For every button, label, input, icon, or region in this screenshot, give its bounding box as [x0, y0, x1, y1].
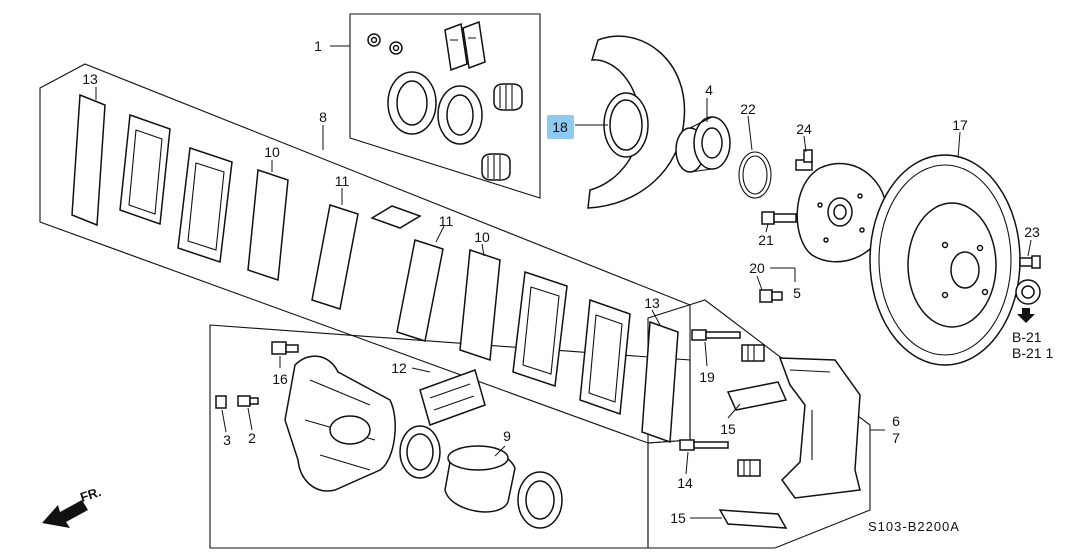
- callout-23[interactable]: 23: [1024, 224, 1040, 240]
- bleeder-cap-2: [237, 395, 259, 407]
- callout-4[interactable]: 4: [705, 82, 713, 98]
- pin-boot-lower: [737, 459, 761, 477]
- callout-13a[interactable]: 13: [82, 71, 98, 87]
- callout-21[interactable]: 21: [758, 232, 774, 248]
- guide-pin-14: [679, 439, 729, 451]
- shim-13-left: [71, 93, 106, 227]
- callout-11b[interactable]: 11: [439, 213, 454, 229]
- shim-10-left: [247, 168, 289, 282]
- callout-7[interactable]: 7: [892, 430, 900, 446]
- callout-9[interactable]: 9: [503, 428, 511, 444]
- pad-spring-upper: [726, 381, 788, 411]
- piston-9: [444, 445, 516, 513]
- callout-16[interactable]: 16: [272, 371, 288, 387]
- bracket-assembly-box: [647, 299, 871, 549]
- pad-left-2: [177, 146, 233, 264]
- callout-22[interactable]: 22: [740, 101, 756, 117]
- callout-18[interactable]: 18: [552, 119, 568, 135]
- hub-nut: [1015, 279, 1041, 305]
- pad-right-2: [579, 298, 631, 416]
- callout-5[interactable]: 5: [793, 285, 801, 301]
- hub-bearing: [675, 116, 731, 173]
- piston-seal: [399, 425, 441, 479]
- reference-b21-1[interactable]: B-21 1: [1012, 345, 1053, 361]
- pad-right-1: [512, 270, 568, 388]
- pad-spring-lower: [718, 509, 788, 529]
- diagram-code: S103-B2200A: [868, 519, 960, 534]
- callout-17[interactable]: 17: [952, 117, 968, 133]
- callout-3[interactable]: 3: [223, 432, 231, 448]
- shim-11-right: [396, 239, 444, 342]
- down-arrow-icon: [1017, 308, 1035, 323]
- callout-6[interactable]: 6: [892, 413, 900, 429]
- callout-20[interactable]: 20: [749, 260, 765, 276]
- front-direction-indicator: FR.: [42, 484, 103, 528]
- callout-8[interactable]: 8: [319, 109, 327, 125]
- callout-15a[interactable]: 15: [720, 421, 736, 437]
- callout-1[interactable]: 1: [314, 38, 322, 54]
- shim-10-right: [459, 248, 501, 362]
- wheel-hub: [796, 162, 888, 263]
- caliper-body: [284, 355, 396, 492]
- bleeder-bolt-16: [271, 341, 299, 355]
- brake-disc: [869, 154, 1021, 366]
- shim-13-right: [641, 320, 679, 444]
- circlip: [738, 151, 772, 199]
- dust-boot: [517, 471, 563, 529]
- bleeder-screw-3: [215, 395, 227, 409]
- shim-11-left: [311, 204, 359, 310]
- wheel-stud-24: [795, 149, 813, 171]
- callout-10b[interactable]: 10: [474, 229, 490, 245]
- callout-10a[interactable]: 10: [264, 144, 280, 160]
- caliper-bracket: [778, 357, 861, 499]
- callout-13b[interactable]: 13: [644, 295, 660, 311]
- seal-kit-box: [349, 13, 541, 199]
- callout-19[interactable]: 19: [699, 369, 715, 385]
- disc-screw: [1019, 255, 1041, 269]
- wear-indicator: [370, 205, 422, 229]
- wheel-stud-21: [761, 211, 797, 225]
- splash-shield: [587, 35, 686, 209]
- front-direction-label: FR.: [78, 484, 103, 505]
- callout-24[interactable]: 24: [796, 121, 812, 137]
- callout-11a[interactable]: 11: [335, 173, 350, 189]
- callout-12[interactable]: 12: [391, 360, 407, 376]
- wheel-stud-20: [759, 289, 783, 303]
- reference-b21[interactable]: B-21: [1012, 329, 1042, 345]
- callout-15b[interactable]: 15: [670, 510, 686, 526]
- pad-left-1: [119, 113, 171, 226]
- pad-retainer-12: [419, 369, 486, 426]
- callout-14[interactable]: 14: [677, 475, 693, 491]
- callout-2[interactable]: 2: [248, 430, 256, 446]
- seal-kit: [367, 20, 523, 181]
- pin-boot-upper: [741, 344, 765, 362]
- front-arrow-icon: [42, 500, 88, 528]
- guide-pin-19: [691, 329, 741, 341]
- callout-18-highlight: [547, 115, 574, 139]
